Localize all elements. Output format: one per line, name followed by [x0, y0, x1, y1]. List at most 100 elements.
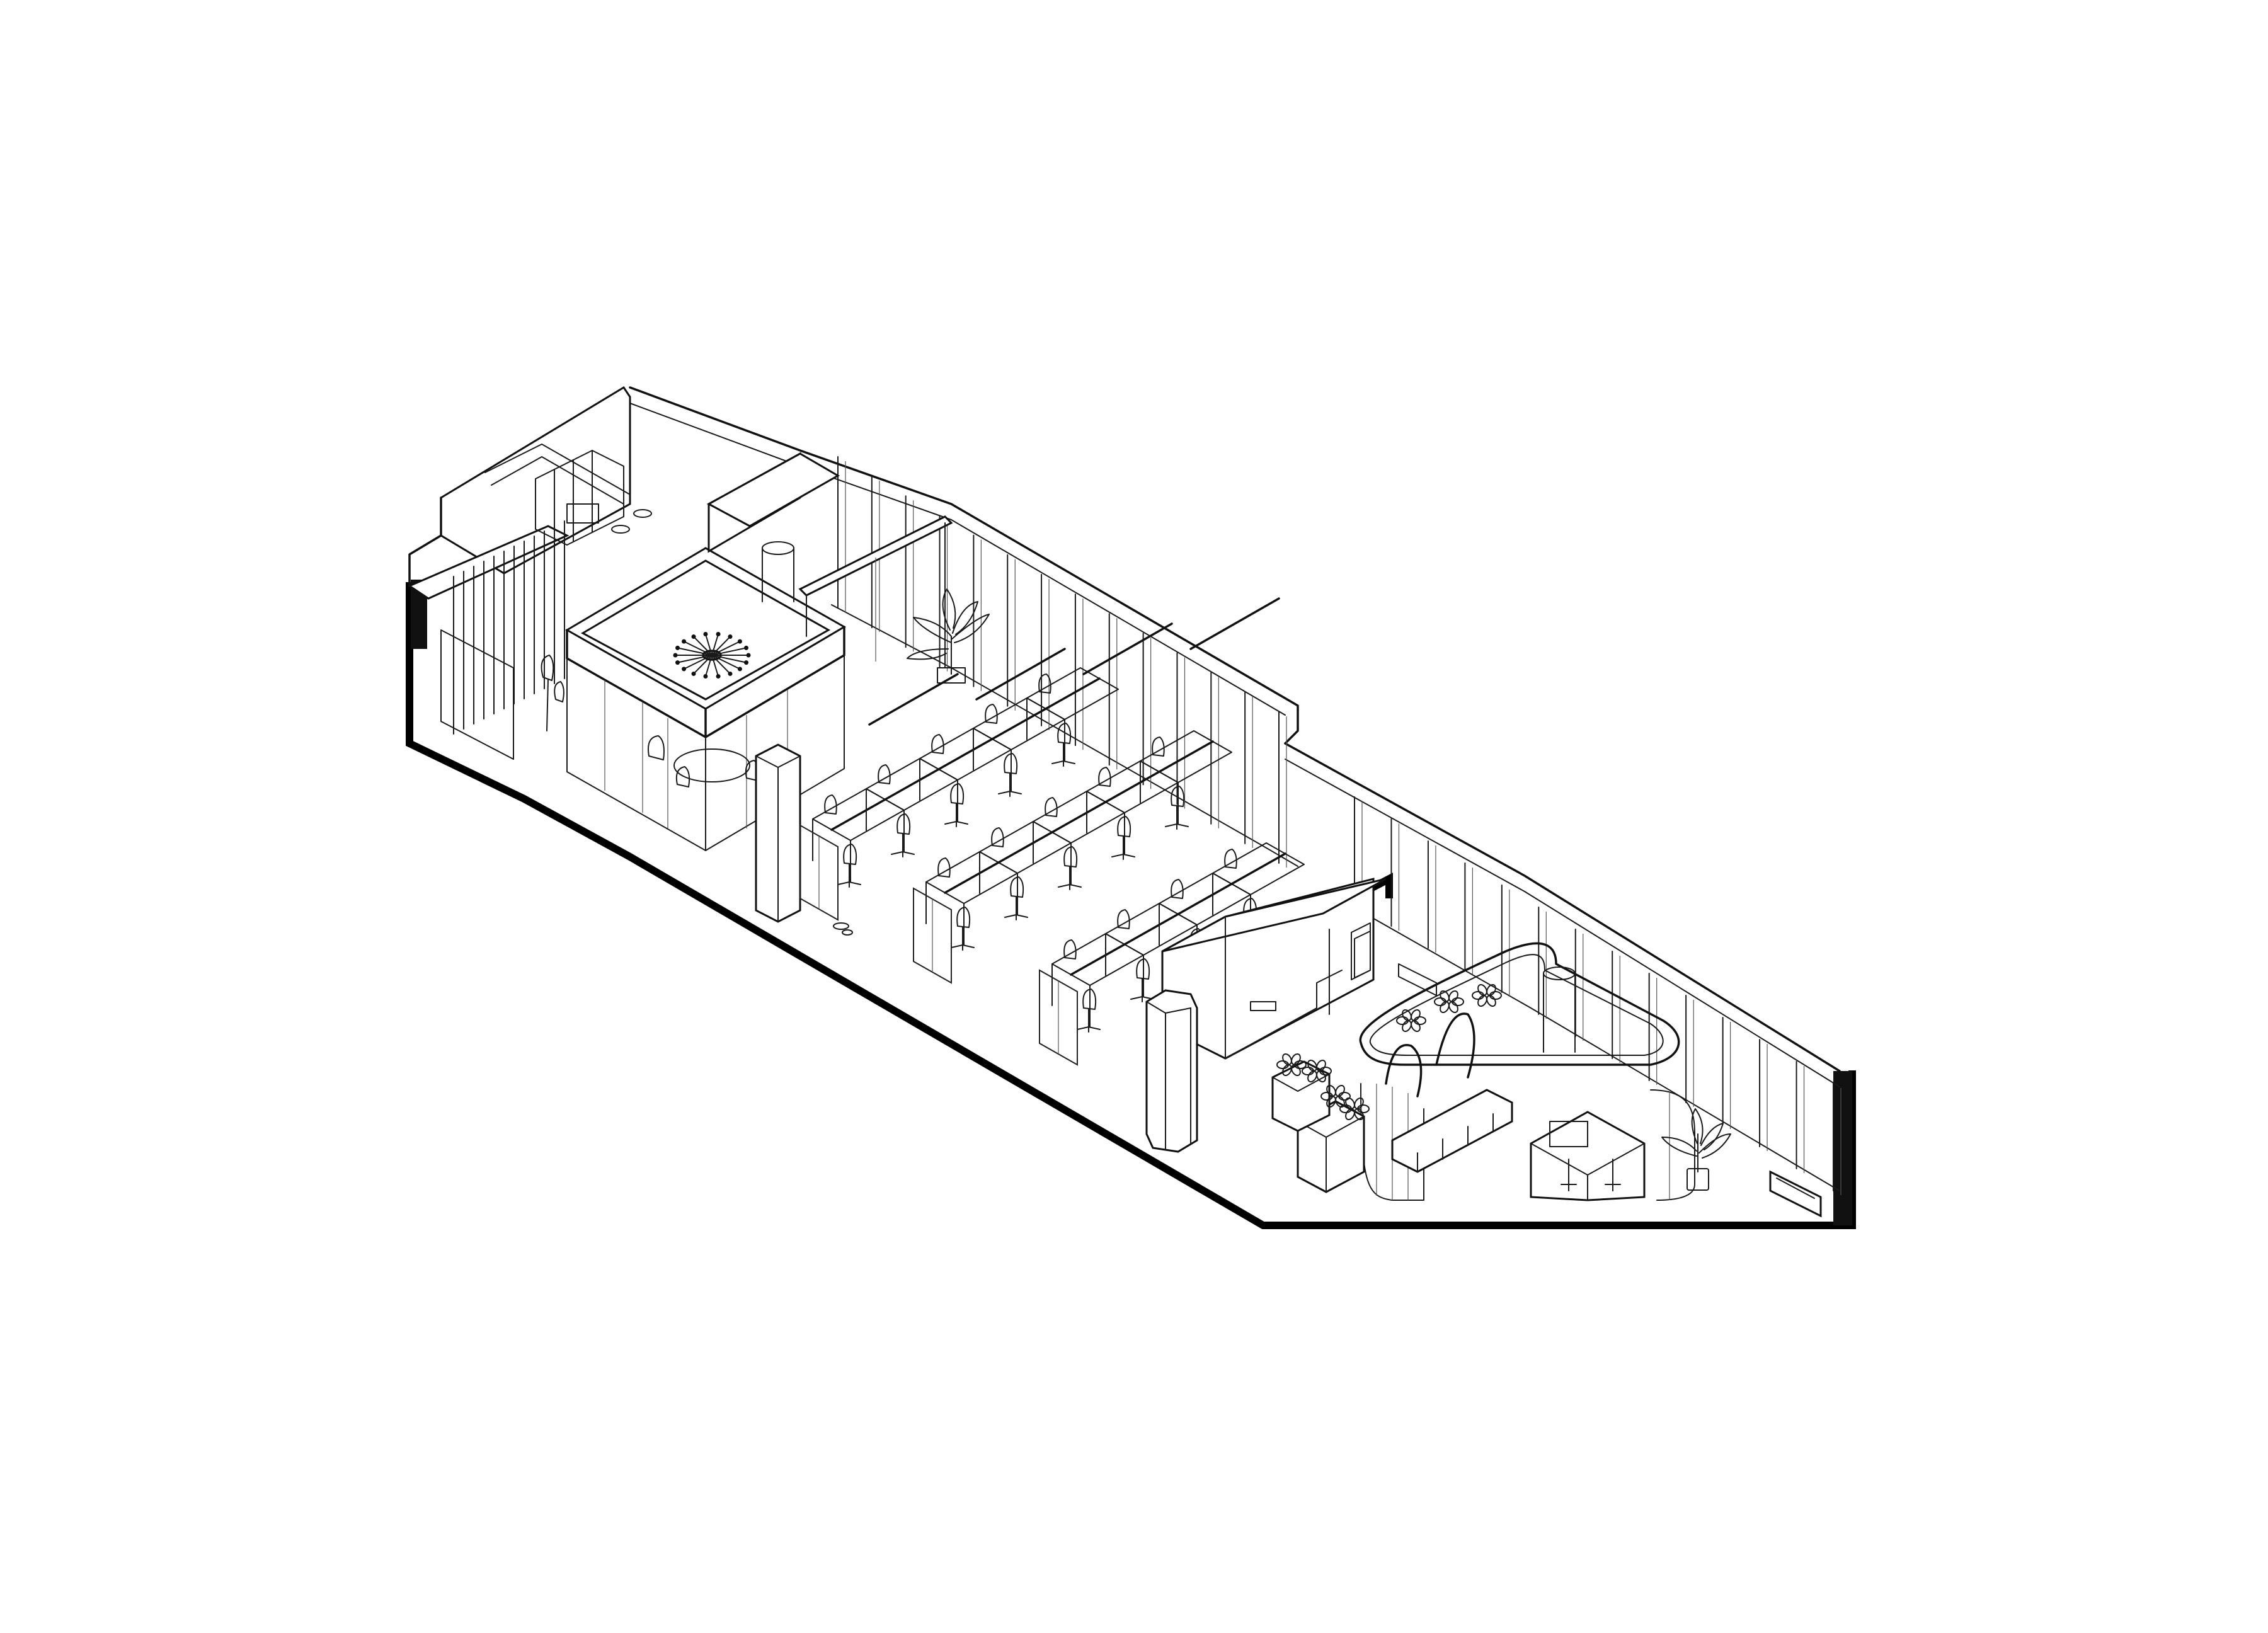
- desk-partition: [991, 708, 1047, 740]
- leaf-icon: [1291, 1064, 1301, 1077]
- stool-icon: [554, 681, 564, 702]
- leaf-icon: [1291, 1053, 1301, 1065]
- light-bar: [975, 648, 1066, 701]
- stool-icon: [541, 655, 554, 681]
- chair-icon: [1605, 1159, 1621, 1191]
- desk-partition: [1045, 677, 1101, 710]
- chandelier-bulb: [673, 653, 678, 658]
- office-chair-icon: [1058, 884, 1082, 890]
- chandelier-bulb: [737, 639, 742, 644]
- chandelier-arm: [711, 655, 741, 670]
- office-chair-icon: [1171, 786, 1185, 807]
- chandelier-bulb: [716, 673, 721, 679]
- chandelier-bulb: [744, 645, 749, 650]
- leaf-icon: [1411, 1020, 1421, 1033]
- left-column: [755, 743, 801, 923]
- chandelier-bulb: [728, 671, 733, 676]
- light-bar: [1082, 622, 1173, 675]
- office-chair-icon: [950, 783, 965, 805]
- desk-partition: [944, 861, 1000, 894]
- office-chair-icon: [1098, 767, 1111, 787]
- radiators: [1354, 931, 1822, 1218]
- desk-partition: [1070, 943, 1126, 976]
- leaf-icon: [1354, 1108, 1364, 1121]
- office-chair-icon: [1224, 849, 1237, 869]
- office-chair-icon: [891, 851, 915, 857]
- leaf-icon: [1338, 1092, 1351, 1101]
- office-chair-icon: [937, 857, 951, 878]
- desk-partition: [830, 798, 886, 831]
- office-chair-icon: [991, 827, 1004, 847]
- leaf-icon: [1282, 1053, 1292, 1065]
- office-chair-icon: [1057, 723, 1072, 744]
- office-chair-icon: [1111, 854, 1135, 860]
- chair-icon: [1561, 1159, 1577, 1191]
- plant-icon: [1661, 1108, 1731, 1191]
- office-chair-icon: [878, 764, 891, 784]
- ceiling-loop: [1359, 942, 1680, 1066]
- chandelier-arm: [711, 647, 747, 656]
- kitchen-cabinets: [535, 450, 624, 546]
- desk-end-panel: [1039, 969, 1078, 1066]
- desk-top: [1140, 730, 1232, 783]
- chandelier-bulb: [716, 632, 721, 637]
- chandelier-bulb: [682, 639, 687, 644]
- right-wall-cut: [1833, 1071, 1852, 1225]
- leaf-icon: [1402, 1020, 1412, 1033]
- window-wall: [629, 386, 1841, 1195]
- desk-partition: [1230, 852, 1286, 885]
- desk-partition: [1051, 801, 1107, 834]
- light-bar: [1189, 597, 1280, 650]
- hex-column: [1145, 989, 1198, 1153]
- leaf-icon: [1486, 995, 1496, 1007]
- chandelier-arm: [704, 633, 713, 656]
- leaf-icon: [1486, 983, 1496, 996]
- floor-cut-edge: [406, 580, 1856, 1229]
- floor-item: [842, 929, 853, 936]
- chandelier-arm: [683, 655, 713, 670]
- chandelier-bulb: [682, 667, 687, 672]
- sink-icon: [633, 509, 652, 518]
- office-chair-icon: [843, 844, 857, 865]
- office-chair-icon: [1004, 914, 1028, 920]
- shrub-icons: [1276, 983, 1502, 1121]
- leaf-icon: [1316, 1070, 1326, 1083]
- sink-icon: [611, 525, 630, 534]
- desk-end-panel: [913, 887, 952, 984]
- leaf-icon: [1326, 1084, 1336, 1097]
- planters: [1271, 983, 1502, 1193]
- meeting-table: [673, 748, 750, 782]
- chandelier-bulb: [737, 667, 742, 672]
- office-chair-icon: [837, 881, 861, 888]
- office-chair-icon: [931, 734, 944, 754]
- chandelier-arm: [711, 655, 731, 675]
- chandelier-arm: [683, 641, 713, 656]
- office-chair-icon: [985, 704, 998, 724]
- chandelier-arm: [693, 655, 713, 675]
- window-mullions: [837, 456, 1841, 1195]
- leaf-icon: [1448, 1001, 1458, 1014]
- office-chair-icon: [944, 821, 968, 827]
- light-bar: [868, 673, 959, 726]
- office-chair-icon: [1171, 879, 1184, 899]
- chandelier-bulb: [675, 660, 680, 665]
- desk-top: [1026, 667, 1119, 720]
- leaf-icon: [1440, 990, 1450, 1002]
- office-chair-icon: [1117, 909, 1130, 929]
- chandelier-arm: [711, 655, 747, 663]
- chair-icon: [648, 735, 665, 760]
- chandelier-icon: [673, 632, 751, 679]
- leaf-icon: [1335, 1084, 1345, 1097]
- office-chair-icon: [1117, 816, 1131, 837]
- office-chair-icon: [1063, 939, 1077, 960]
- kitchen-block: [407, 386, 652, 760]
- chandelier-bulb: [728, 634, 733, 639]
- slatted-partition: [453, 520, 565, 735]
- office-chair-icon: [998, 791, 1022, 797]
- leaf-icon: [1477, 983, 1487, 996]
- office-chair-icon: [951, 944, 975, 951]
- column-icon: [762, 541, 794, 555]
- plant-icon: [907, 588, 990, 684]
- leaf-icon: [1402, 1009, 1412, 1021]
